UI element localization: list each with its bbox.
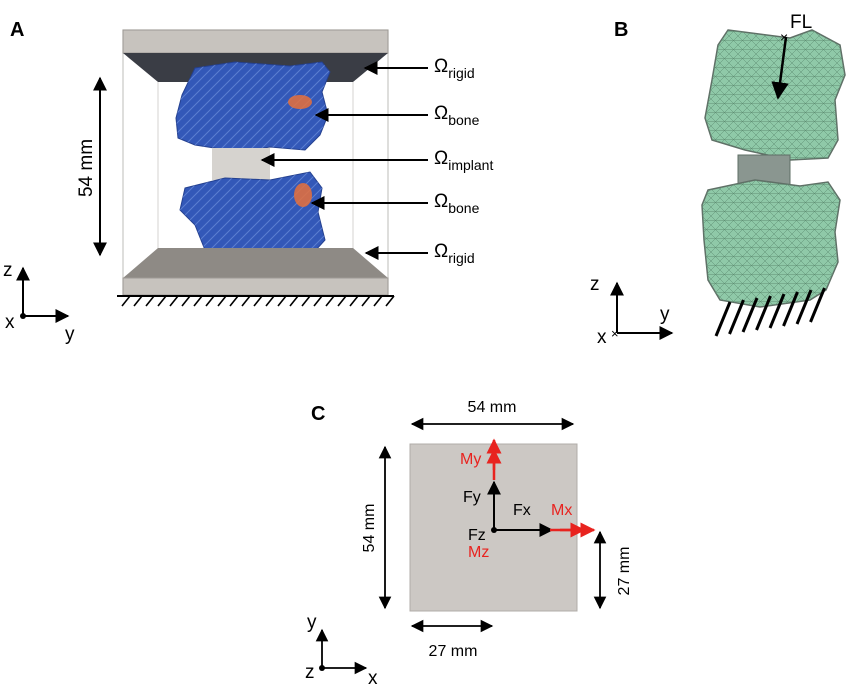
panel-c: C 54 mm 54 mm 27 mm 27 mm My Fy Fx Mx Fz… [305,399,633,686]
upper-mesh-texture [705,30,845,160]
top-plate-face [122,29,389,54]
axis-x-cross: × [611,326,619,341]
lower-bone-stress [294,183,312,207]
axis-z-label: z [590,274,600,295]
axis-z-label: z [305,662,315,683]
hatch-line [145,295,155,307]
hatch-line [169,295,179,307]
lower-bone-texture [180,172,325,265]
axis-x-label: x [368,668,378,686]
width-dimension-label: 54 mm [468,399,517,416]
axis-x-label: x [597,327,607,348]
axis-y-label: y [660,304,670,325]
hatch-line [782,291,799,327]
label-rigid-top: Ωrigid [434,56,475,81]
axis-y-label: y [307,612,317,633]
lower-mesh-texture [702,180,840,307]
hatch-line [265,295,275,307]
upper-bone-texture [176,62,330,152]
load-origin [491,527,497,533]
hatch-line [289,295,299,307]
label-rigid-bottom: Ωrigid [434,241,475,266]
label-implant: Ωimplant [434,148,493,173]
hatch-line [301,295,311,307]
panel-b-letter: B [614,19,628,41]
hatch-line [193,295,203,307]
bottom-rigid-plate [123,248,388,278]
fx-label: Fx [513,502,531,519]
upper-bone-stress [288,95,312,109]
half-width-dimension-label: 27 mm [429,643,478,660]
hatch-line [313,295,323,307]
hatch-line [277,295,287,307]
axis-z-label: z [3,260,13,281]
hatch-line [361,295,371,307]
hatch-line [768,293,786,329]
hatch-line [385,295,395,307]
mz-label: Mz [468,544,489,561]
panel-b: B × FL × z y x [590,12,846,348]
panel-a: A 54 mm Ωrigid Ωbone [3,19,493,345]
ground-hatch-lines [121,295,395,307]
hatch-line [755,295,772,331]
load-label: FL [790,12,812,33]
implant [212,148,270,180]
hatch-line [133,295,143,307]
hatch-line [253,295,263,307]
hatch-line [714,301,732,337]
hatch-line [181,295,191,307]
height-dimension-label: 54 mm [361,504,378,553]
fz-label: Fz [468,527,486,544]
hatch-line [205,295,215,307]
hatch-line [809,287,826,323]
hatch-line [741,297,759,333]
label-bone-upper: Ωbone [434,103,480,128]
hatch-line [795,289,813,325]
label-bone-lower: Ωbone [434,191,480,216]
axes-a: z y x [3,260,75,345]
panel-a-letter: A [10,19,24,41]
height-dimension-label: 54 mm [76,139,97,197]
axis-x-label: x [5,312,15,333]
half-height-dimension-label: 27 mm [616,547,633,596]
fy-label: Fy [463,489,481,506]
hatch-line [157,295,167,307]
load-point-marker: × [780,29,788,45]
hatch-line [229,295,239,307]
hatch-line [349,295,359,307]
axes-c: y x z [305,612,378,686]
hatch-line [373,295,383,307]
bottom-plate-face [122,277,389,296]
hatch-line [217,295,227,307]
hatch-line [121,295,131,307]
mx-label: Mx [551,502,572,519]
hatch-line [325,295,335,307]
fixed-support-hatch [714,287,826,337]
load-arrow [771,36,789,100]
axis-y-label: y [65,324,75,345]
my-label: My [460,451,481,468]
hatch-line [241,295,251,307]
axes-b: × z y x [590,274,674,348]
panel-c-letter: C [311,403,325,425]
hatch-line [728,299,745,335]
hatch-line [337,295,347,307]
